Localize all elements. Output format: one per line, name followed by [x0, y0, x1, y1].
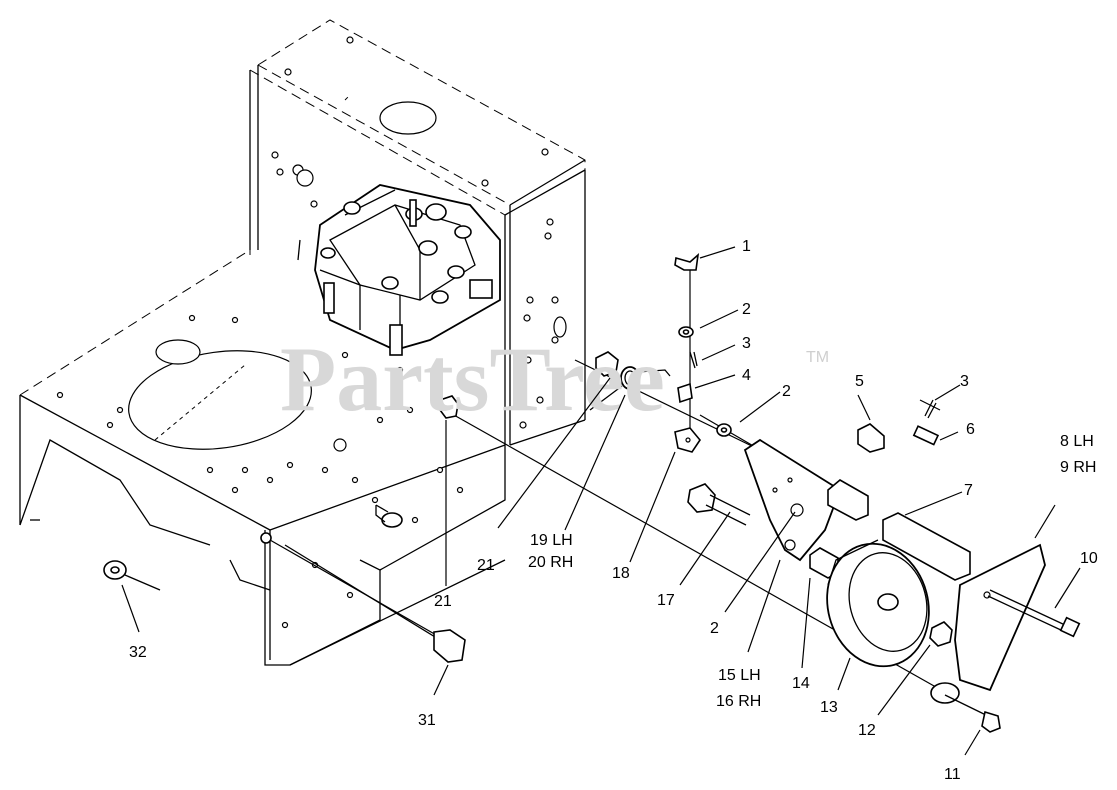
callout-31: 31 — [418, 712, 436, 729]
leader-lines — [121, 246, 1081, 756]
watermark-text: PartsTree — [280, 328, 665, 430]
frame-housing — [19, 19, 586, 666]
idler-arm-15-16 — [743, 438, 869, 562]
spacer-5 — [857, 423, 885, 453]
callouts: 1 2 3 4 2 5 3 6 7 8 LH 9 RH 10 21 19 LH … — [129, 238, 1098, 783]
nut-32 — [103, 560, 161, 591]
washer-2 — [678, 326, 694, 338]
pulley-13 — [826, 539, 930, 668]
callout-3b: 3 — [960, 373, 969, 390]
callout-6: 6 — [966, 421, 975, 438]
callout-18: 18 — [612, 565, 630, 582]
callout-16rh: 16 RH — [716, 693, 761, 710]
callout-4: 4 — [742, 367, 751, 384]
callout-5: 5 — [855, 373, 864, 390]
callout-17: 17 — [657, 592, 675, 609]
spring-19-20 — [589, 366, 671, 411]
wing-nut-1 — [674, 252, 700, 271]
cotter-pin-3 — [689, 351, 937, 419]
spacer-7 — [882, 512, 971, 581]
callout-1: 1 — [742, 238, 751, 255]
callout-2b: 2 — [782, 383, 791, 400]
bushing-21 — [439, 351, 619, 419]
swivel-18 — [674, 427, 701, 453]
bolt-31 — [284, 544, 466, 663]
callout-13: 13 — [820, 699, 838, 716]
callout-11: 11 — [944, 766, 961, 783]
pin-6 — [912, 425, 940, 446]
nut-12 — [929, 621, 953, 647]
bolt-10 — [987, 589, 1081, 638]
callout-10: 10 — [1080, 550, 1098, 567]
callout-14: 14 — [792, 675, 810, 692]
frame-ring — [260, 532, 272, 544]
callout-7: 7 — [964, 482, 973, 499]
bolt-17 — [687, 483, 751, 526]
watermark: PartsTree TM — [280, 328, 829, 430]
callout-19lh: 19 LH — [530, 532, 573, 549]
bolt-11 — [944, 694, 1001, 733]
callout-12: 12 — [858, 722, 876, 739]
callout-8lh: 8 LH — [1060, 433, 1094, 450]
pivot-4 — [677, 382, 693, 404]
watermark-tm: TM — [806, 349, 829, 366]
callout-21a: 21 — [477, 557, 495, 574]
callout-9rh: 9 RH — [1060, 459, 1096, 476]
callout-15lh: 15 LH — [718, 667, 761, 684]
callout-20rh: 20 RH — [528, 554, 573, 571]
washer-2b — [716, 423, 732, 437]
callout-32: 32 — [129, 644, 147, 661]
callout-2: 2 — [742, 301, 751, 318]
transmission-gearbox — [297, 184, 501, 356]
callout-2c: 2 — [710, 620, 719, 637]
callout-3: 3 — [742, 335, 751, 352]
callout-21b: 21 — [434, 593, 452, 610]
